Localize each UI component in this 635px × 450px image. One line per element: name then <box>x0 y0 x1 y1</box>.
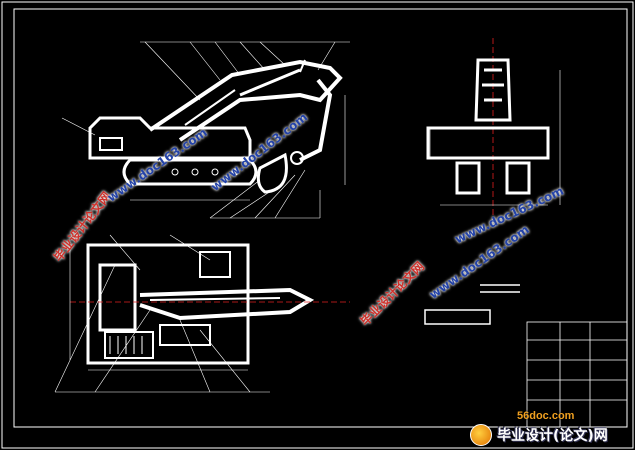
footer-site-domain[interactable]: 56doc.com <box>517 410 575 422</box>
side-view <box>61 41 350 219</box>
brand-logo-icon <box>470 424 492 446</box>
front-view <box>426 38 561 215</box>
sheet-inner-border <box>13 8 628 428</box>
detail-view <box>424 284 520 325</box>
top-view <box>54 234 350 393</box>
footer-brand[interactable]: 毕业设计(论文)网 <box>470 424 608 446</box>
footer-brand-text: 毕业设计(论文)网 <box>497 428 608 444</box>
title-block <box>526 321 628 428</box>
